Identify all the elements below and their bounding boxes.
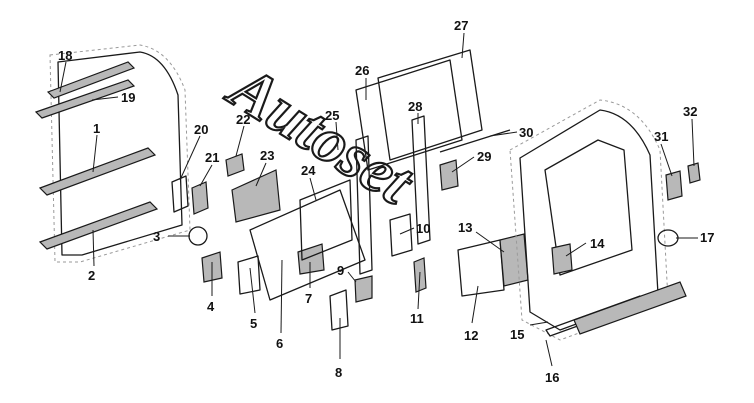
callout-16: 16 xyxy=(545,370,559,385)
callout-3: 3 xyxy=(153,229,160,244)
callout-31: 31 xyxy=(654,129,668,144)
callout-27: 27 xyxy=(454,18,468,33)
callout-6: 6 xyxy=(276,336,283,351)
molding-18 xyxy=(46,61,136,99)
callout-9: 9 xyxy=(337,263,344,278)
channel-25 xyxy=(355,135,373,275)
callout-2: 2 xyxy=(88,268,95,283)
leader-27 xyxy=(461,32,465,59)
leader-32 xyxy=(691,118,695,167)
callout-4: 4 xyxy=(207,299,215,314)
leader-1 xyxy=(92,134,98,173)
hinge-21 xyxy=(191,181,209,215)
rod-30 xyxy=(439,129,511,153)
inner-panel-6 xyxy=(249,189,366,301)
callout-29: 29 xyxy=(477,149,491,164)
front-door-outline xyxy=(49,44,191,263)
callout-26: 26 xyxy=(355,63,369,78)
callout-7: 7 xyxy=(305,291,312,306)
channel-28 xyxy=(411,115,431,245)
hinge-31 xyxy=(665,170,683,201)
leader-30 xyxy=(489,131,518,137)
glass-27 xyxy=(377,49,483,161)
leader-9 xyxy=(347,271,357,283)
trim-5 xyxy=(237,255,261,295)
molding-2 xyxy=(38,201,159,250)
leader-22 xyxy=(235,125,245,157)
callout-20: 20 xyxy=(194,122,208,137)
leader-18 xyxy=(59,61,67,93)
part-17 xyxy=(657,229,679,247)
leader-10 xyxy=(399,227,415,235)
leader-19 xyxy=(91,96,119,101)
bracket-32 xyxy=(687,162,701,184)
leader-2 xyxy=(92,229,95,267)
part-10 xyxy=(389,213,413,257)
clip-29 xyxy=(439,159,459,191)
part-9 xyxy=(354,275,373,303)
leader-20 xyxy=(179,135,201,181)
leader-23 xyxy=(255,162,267,187)
leader-11 xyxy=(417,271,421,310)
leader-29 xyxy=(451,156,475,173)
molding-1 xyxy=(38,147,157,196)
leader-13 xyxy=(475,231,505,253)
callout-32: 32 xyxy=(683,104,697,119)
part-3 xyxy=(188,226,208,246)
callout-25: 25 xyxy=(325,108,339,123)
callout-23: 23 xyxy=(260,148,274,163)
callout-17: 17 xyxy=(700,230,714,245)
callout-18: 18 xyxy=(58,48,72,63)
leader-15 xyxy=(529,321,549,326)
leader-lines xyxy=(59,32,698,367)
part-13 xyxy=(499,233,529,287)
handle-bezel-23 xyxy=(231,169,281,223)
leader-6 xyxy=(280,259,283,334)
callout-30: 30 xyxy=(519,125,533,140)
lock-7 xyxy=(297,243,325,275)
callout-8: 8 xyxy=(335,365,342,380)
leader-25 xyxy=(335,121,339,151)
callout-28: 28 xyxy=(408,99,422,114)
callout-24: 24 xyxy=(301,163,316,178)
handle-8 xyxy=(329,289,349,331)
glass-26 xyxy=(355,59,463,171)
callout-13: 13 xyxy=(458,220,472,235)
callout-19: 19 xyxy=(121,90,135,105)
leader-31 xyxy=(660,143,673,177)
callout-22: 22 xyxy=(236,112,250,127)
leader-5 xyxy=(249,267,256,314)
callout-10: 10 xyxy=(416,221,430,236)
callout-11: 11 xyxy=(410,311,424,326)
part-14 xyxy=(551,243,573,275)
lock-12 xyxy=(457,239,505,297)
regulator-24 xyxy=(299,179,353,261)
leader-12 xyxy=(471,285,479,324)
callout-21: 21 xyxy=(205,150,219,165)
callout-labels: 18 19 1 2 3 4 5 6 7 8 9 10 11 12 13 14 1… xyxy=(58,18,714,385)
bracket-20 xyxy=(171,175,189,213)
leader-24 xyxy=(309,177,317,201)
leader-14 xyxy=(565,242,587,257)
callout-1: 1 xyxy=(93,121,100,136)
callout-14: 14 xyxy=(590,236,605,251)
molding-16 xyxy=(573,281,687,335)
callout-15: 15 xyxy=(510,327,524,342)
leader-16 xyxy=(545,339,553,367)
leader-21 xyxy=(199,164,213,187)
clip-22 xyxy=(225,153,245,177)
callout-12: 12 xyxy=(464,328,478,343)
callout-5: 5 xyxy=(250,316,257,331)
molding-19 xyxy=(34,79,136,119)
